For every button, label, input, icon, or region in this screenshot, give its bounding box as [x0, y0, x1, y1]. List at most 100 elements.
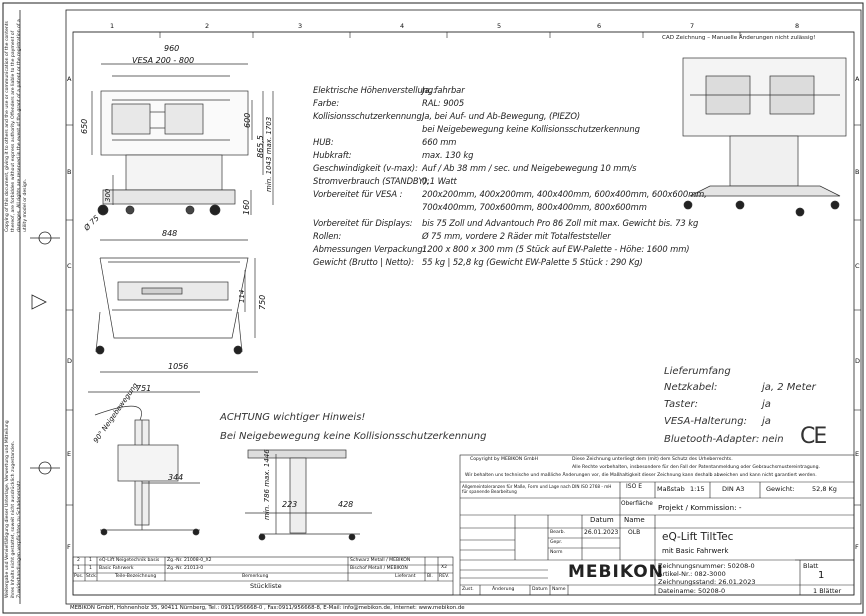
- delivery-value-4: nein: [762, 434, 784, 445]
- spec-value: 200x200mm, 400x200mm, 400x400mm, 600x400…: [422, 189, 707, 199]
- spec-label: Gewicht (Brutto | Netto):: [313, 257, 414, 267]
- tb-sheet-label: Blatt: [803, 562, 819, 570]
- tb-weight: 52,8 Kg: [812, 485, 837, 493]
- spec-label: Vorbereitet für VESA :: [313, 189, 403, 199]
- spec-value: Ja, fahrbar: [422, 85, 465, 95]
- tb-author: OLB: [628, 529, 641, 536]
- part-row-1-name: Basic Fahrwerk: [99, 566, 134, 571]
- part-h-name: Teile-Bezeichnung: [115, 574, 157, 579]
- spec-label: Abmessungen Verpackung:: [313, 244, 426, 254]
- tb-rev-h-name: Name: [552, 587, 566, 592]
- part-h-qty: Stck.: [86, 574, 98, 579]
- tb-drawing-no: Zeichnungsnummer: 50208-0: [658, 562, 755, 570]
- spec-label: Geschwindigkeit (v-max):: [313, 163, 418, 173]
- delivery-title: Lieferumfang: [664, 366, 731, 377]
- dim-848: 848: [162, 229, 178, 238]
- tb-tolerance: Allgemeintoleranzen für Maße, Form und L…: [462, 484, 612, 494]
- tb-article-no: Artikel-Nr.: 082-3000: [658, 570, 726, 578]
- tb-date: 26.01.2023: [584, 529, 619, 536]
- tb-bearb: Bearb.: [550, 530, 566, 535]
- col-1: 1: [110, 22, 115, 30]
- row-d-left: D: [67, 357, 73, 365]
- tb-name-label: Name: [624, 516, 645, 524]
- part-row-2-material: Schwarz Metall / MEBIKON: [350, 558, 411, 563]
- tb-title-2: mit Basic Fahrwerk: [662, 547, 729, 555]
- spec-value: Auf / Ab 38 mm / sec. und Neigebewegung …: [422, 163, 637, 173]
- tb-gepr: Gepr.: [550, 540, 563, 545]
- tb-file-name: Dateiname: 50208-0: [658, 587, 726, 595]
- tb-sheet-no: 1: [818, 570, 825, 581]
- tb-scale: 1:15: [690, 485, 705, 493]
- copyright-note-de: Weitergabe und Vervielfältigung dieser U…: [5, 420, 22, 598]
- spec-label: Stromverbrauch (STANDBY):: [313, 176, 430, 186]
- parts-list-title: Stückliste: [250, 582, 282, 590]
- part-row-2-ref: Zg.-Nr. 21008-0_X2: [167, 558, 212, 563]
- tb-rev-h-change: Änderung: [492, 587, 515, 592]
- col-8: 8: [795, 22, 800, 30]
- copyright-note-en: Copying of this document, giving it to o…: [5, 19, 28, 232]
- row-b-right: B: [855, 168, 860, 176]
- col-7: 7: [690, 22, 695, 30]
- spec-value: 660 mm: [422, 137, 457, 147]
- part-row-2-name: eQ-Lift Neigetechnik basis: [99, 558, 160, 563]
- delivery-label-4: Bluetooth-Adapter:: [664, 434, 760, 445]
- col-2: 2: [205, 22, 210, 30]
- col-5: 5: [497, 22, 502, 30]
- spec-value: max. 130 kg: [422, 150, 474, 160]
- row-a-right: A: [855, 75, 860, 83]
- row-f-left: F: [67, 543, 71, 551]
- tb-copyright: Copyright by MEBIKON GmbH: [470, 457, 539, 462]
- dim-650: 650: [80, 118, 89, 134]
- tb-title-1: eQ-Lift TiltTec: [662, 531, 734, 543]
- dim-vesa: VESA 200 - 800: [132, 56, 195, 65]
- dim-8655: 865,5: [256, 135, 265, 158]
- dim-344: 344: [168, 473, 184, 482]
- spec-value: 1200 x 800 x 300 mm (5 Stück auf EW-Pale…: [422, 244, 690, 254]
- row-e-left: E: [67, 450, 72, 458]
- spec-value: 700x400mm, 700x600mm, 800x400mm, 800x600…: [422, 202, 647, 212]
- part-h-rev: REV.: [439, 574, 450, 579]
- spec-value: Ja, bei Auf- und Ab-Bewegung, (PIEZO): [422, 111, 581, 121]
- company-footer: MEBIKON GmbH, Hohnenholz 35, 90411 Nürnb…: [70, 605, 465, 611]
- spec-label: Farbe:: [313, 98, 340, 108]
- delivery-label-2: Taster:: [664, 399, 698, 410]
- part-h-ref: Bemerkung: [242, 574, 269, 579]
- part-row-1-qty: 1: [89, 566, 92, 571]
- delivery-value-2: ja: [762, 399, 771, 410]
- delivery-label-3: VESA-Halterung:: [664, 416, 747, 427]
- part-h-bl: Bl.: [427, 574, 433, 579]
- dim-750: 750: [258, 294, 267, 310]
- spec-value: 0,1 Watt: [422, 176, 457, 186]
- spec-value: Ø 75 mm, vordere 2 Räder mit Totalfestst…: [422, 231, 611, 241]
- part-row-1-material: Bischof Metall / MEBIKON: [350, 566, 408, 571]
- col-6: 6: [597, 22, 602, 30]
- part-h-supplier: Lieferant: [395, 574, 416, 579]
- tb-format: DIN A3: [722, 485, 745, 493]
- spec-value: 55 kg | 52,8 kg (Gewicht EW-Palette 5 St…: [422, 257, 643, 267]
- tb-iso: ISO E: [626, 483, 642, 490]
- row-b-left: B: [67, 168, 72, 176]
- tb-drawing-state: Zeichnungsstand: 26.01.2023: [658, 578, 756, 586]
- tb-project: Projekt / Kommission: -: [658, 503, 742, 512]
- tb-rev-h-date: Datum: [532, 587, 548, 592]
- ce-mark: CE: [800, 424, 827, 449]
- row-a-left: A: [67, 75, 72, 83]
- tb-surface: Oberfläche: [621, 501, 653, 507]
- spec-label: Hubkraft:: [313, 150, 352, 160]
- row-e-right: E: [855, 450, 860, 458]
- col-3: 3: [298, 22, 303, 30]
- dim-600: 600: [243, 112, 252, 128]
- part-row-1-pos: 1: [77, 566, 80, 571]
- spec-value: bei Neigebewegung keine Kollisionsschutz…: [422, 124, 640, 134]
- dim-160: 160: [242, 199, 251, 215]
- part-row-2-pos: 2: [77, 558, 80, 563]
- row-c-left: C: [67, 262, 72, 270]
- delivery-label-1: Netzkabel:: [664, 382, 718, 393]
- dim-960: 960: [164, 44, 180, 53]
- tb-rev-h-state: Zust.: [462, 587, 474, 592]
- row-d-right: D: [855, 357, 861, 365]
- delivery-value-3: ja: [762, 416, 771, 427]
- dim-1056: 1056: [168, 362, 189, 371]
- row-c-right: C: [855, 262, 860, 270]
